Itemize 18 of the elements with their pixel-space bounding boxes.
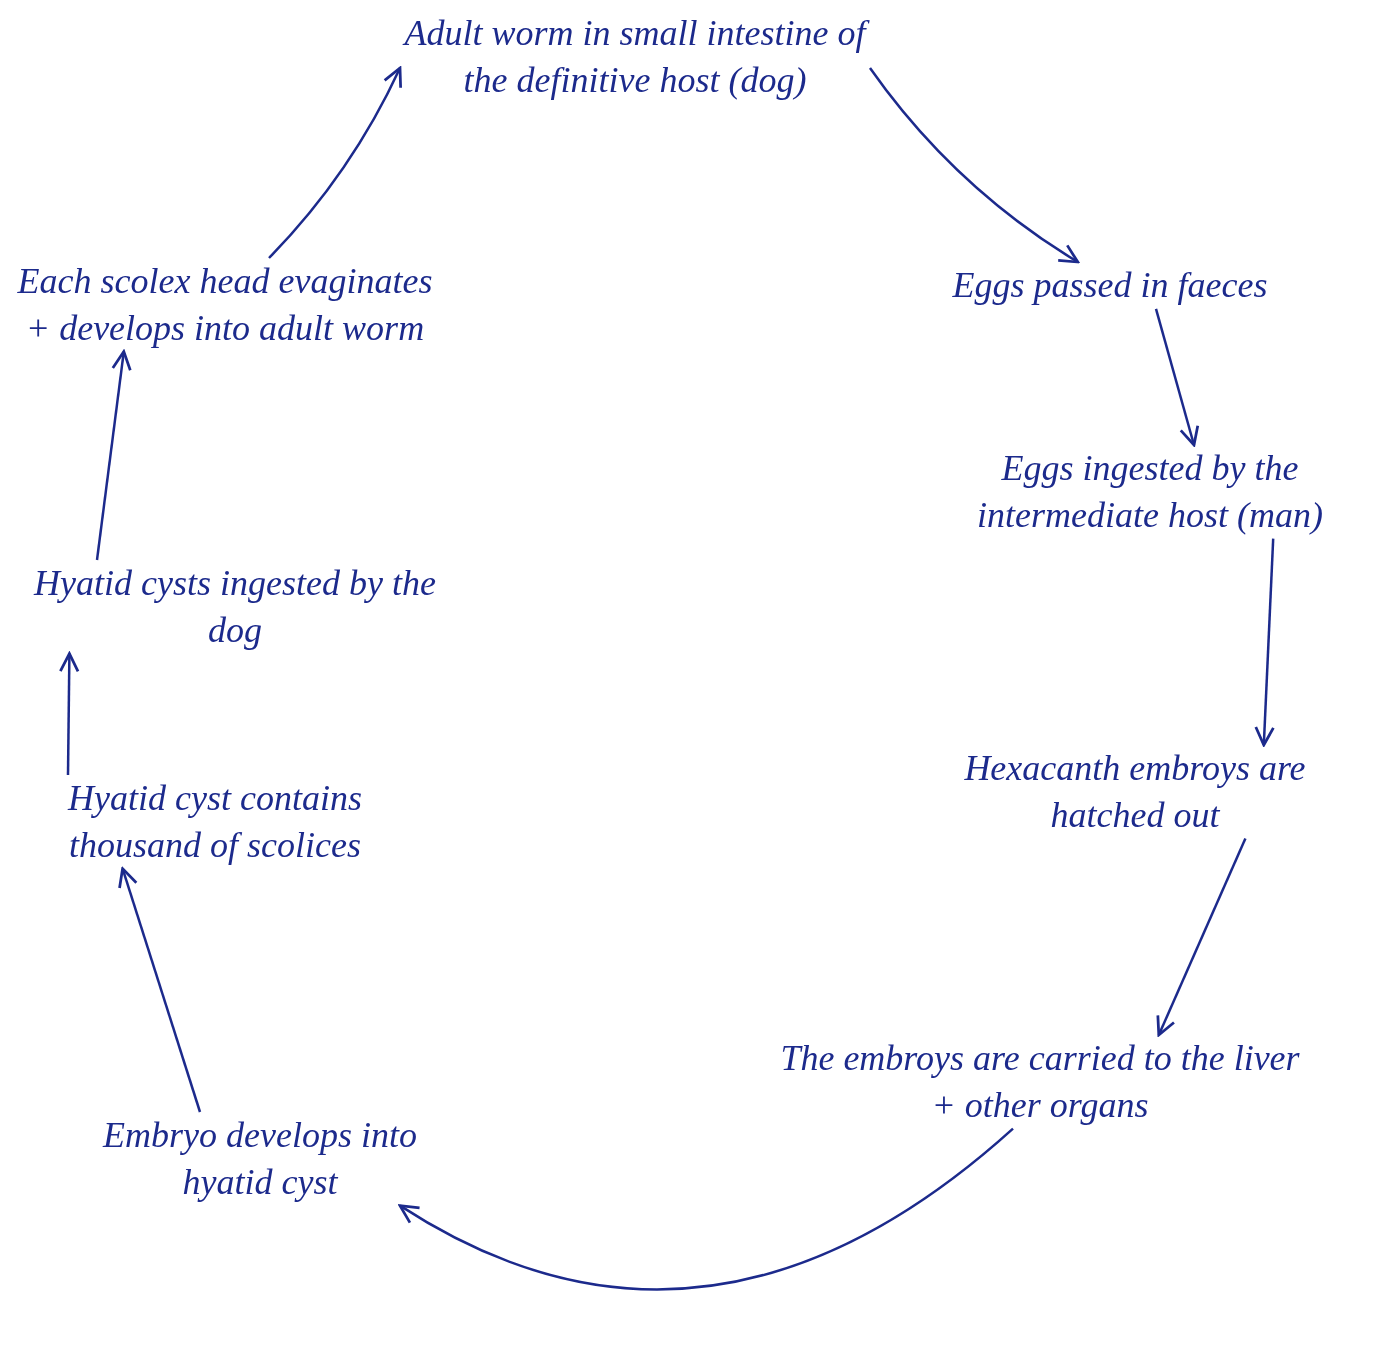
stage-text: Embryo develops into hyatid cyst [101,1114,418,1204]
stage-text: Hyatid cysts ingested by the dog [32,562,437,652]
arrow [398,1127,1014,1291]
stage-text: Eggs ingested by the intermediate host (man) [976,447,1324,537]
stage-text: Hexacanth embroys are hatched out [963,747,1307,837]
arrow [1156,838,1247,1037]
arrow [869,67,1080,264]
stage-text: Adult worm in small intestine of the definitive host (dog) [400,10,870,104]
arrow [268,66,402,259]
stage-text: Each scolex head evaginates + develops into adult worm [16,260,434,350]
arrow [118,867,202,1113]
arrow [1154,308,1200,447]
arrow [95,350,132,561]
stage-text: Eggs passed in faeces [951,264,1269,307]
stage-text: Hyatid cyst contains thousand of scolices [66,777,363,867]
arrow [59,652,80,775]
arrow [1254,538,1275,747]
stage-text: The embroys are carried to the liver + other organs [779,1037,1301,1127]
